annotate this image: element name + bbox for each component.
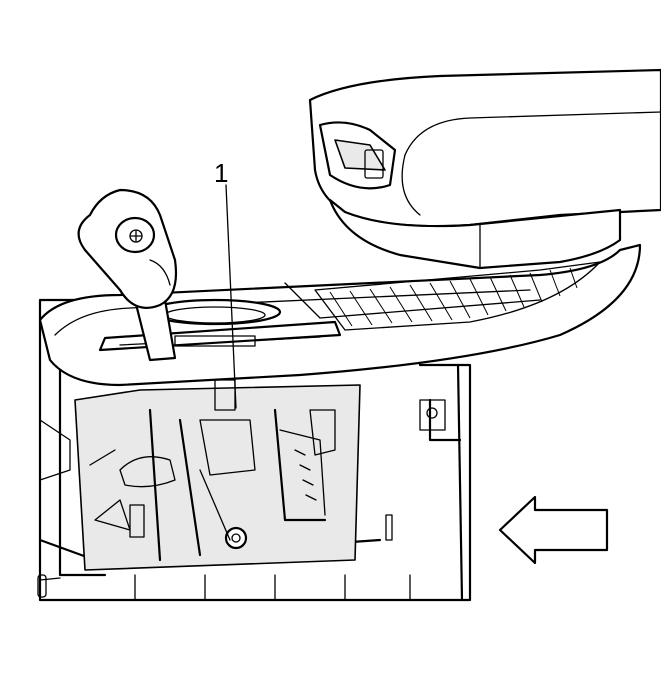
- console-trim-plate: [38, 243, 642, 387]
- hatched-trim-insert: [314, 261, 601, 331]
- armrest-lid: [308, 68, 661, 270]
- callout-1-leader: [225, 184, 237, 409]
- callout-1: 1: [214, 158, 237, 409]
- view-direction-arrow-icon: [498, 495, 609, 565]
- callout-1-label: 1: [214, 158, 228, 188]
- shift-lever: [77, 188, 178, 362]
- shifter-mechanism: [39, 379, 361, 571]
